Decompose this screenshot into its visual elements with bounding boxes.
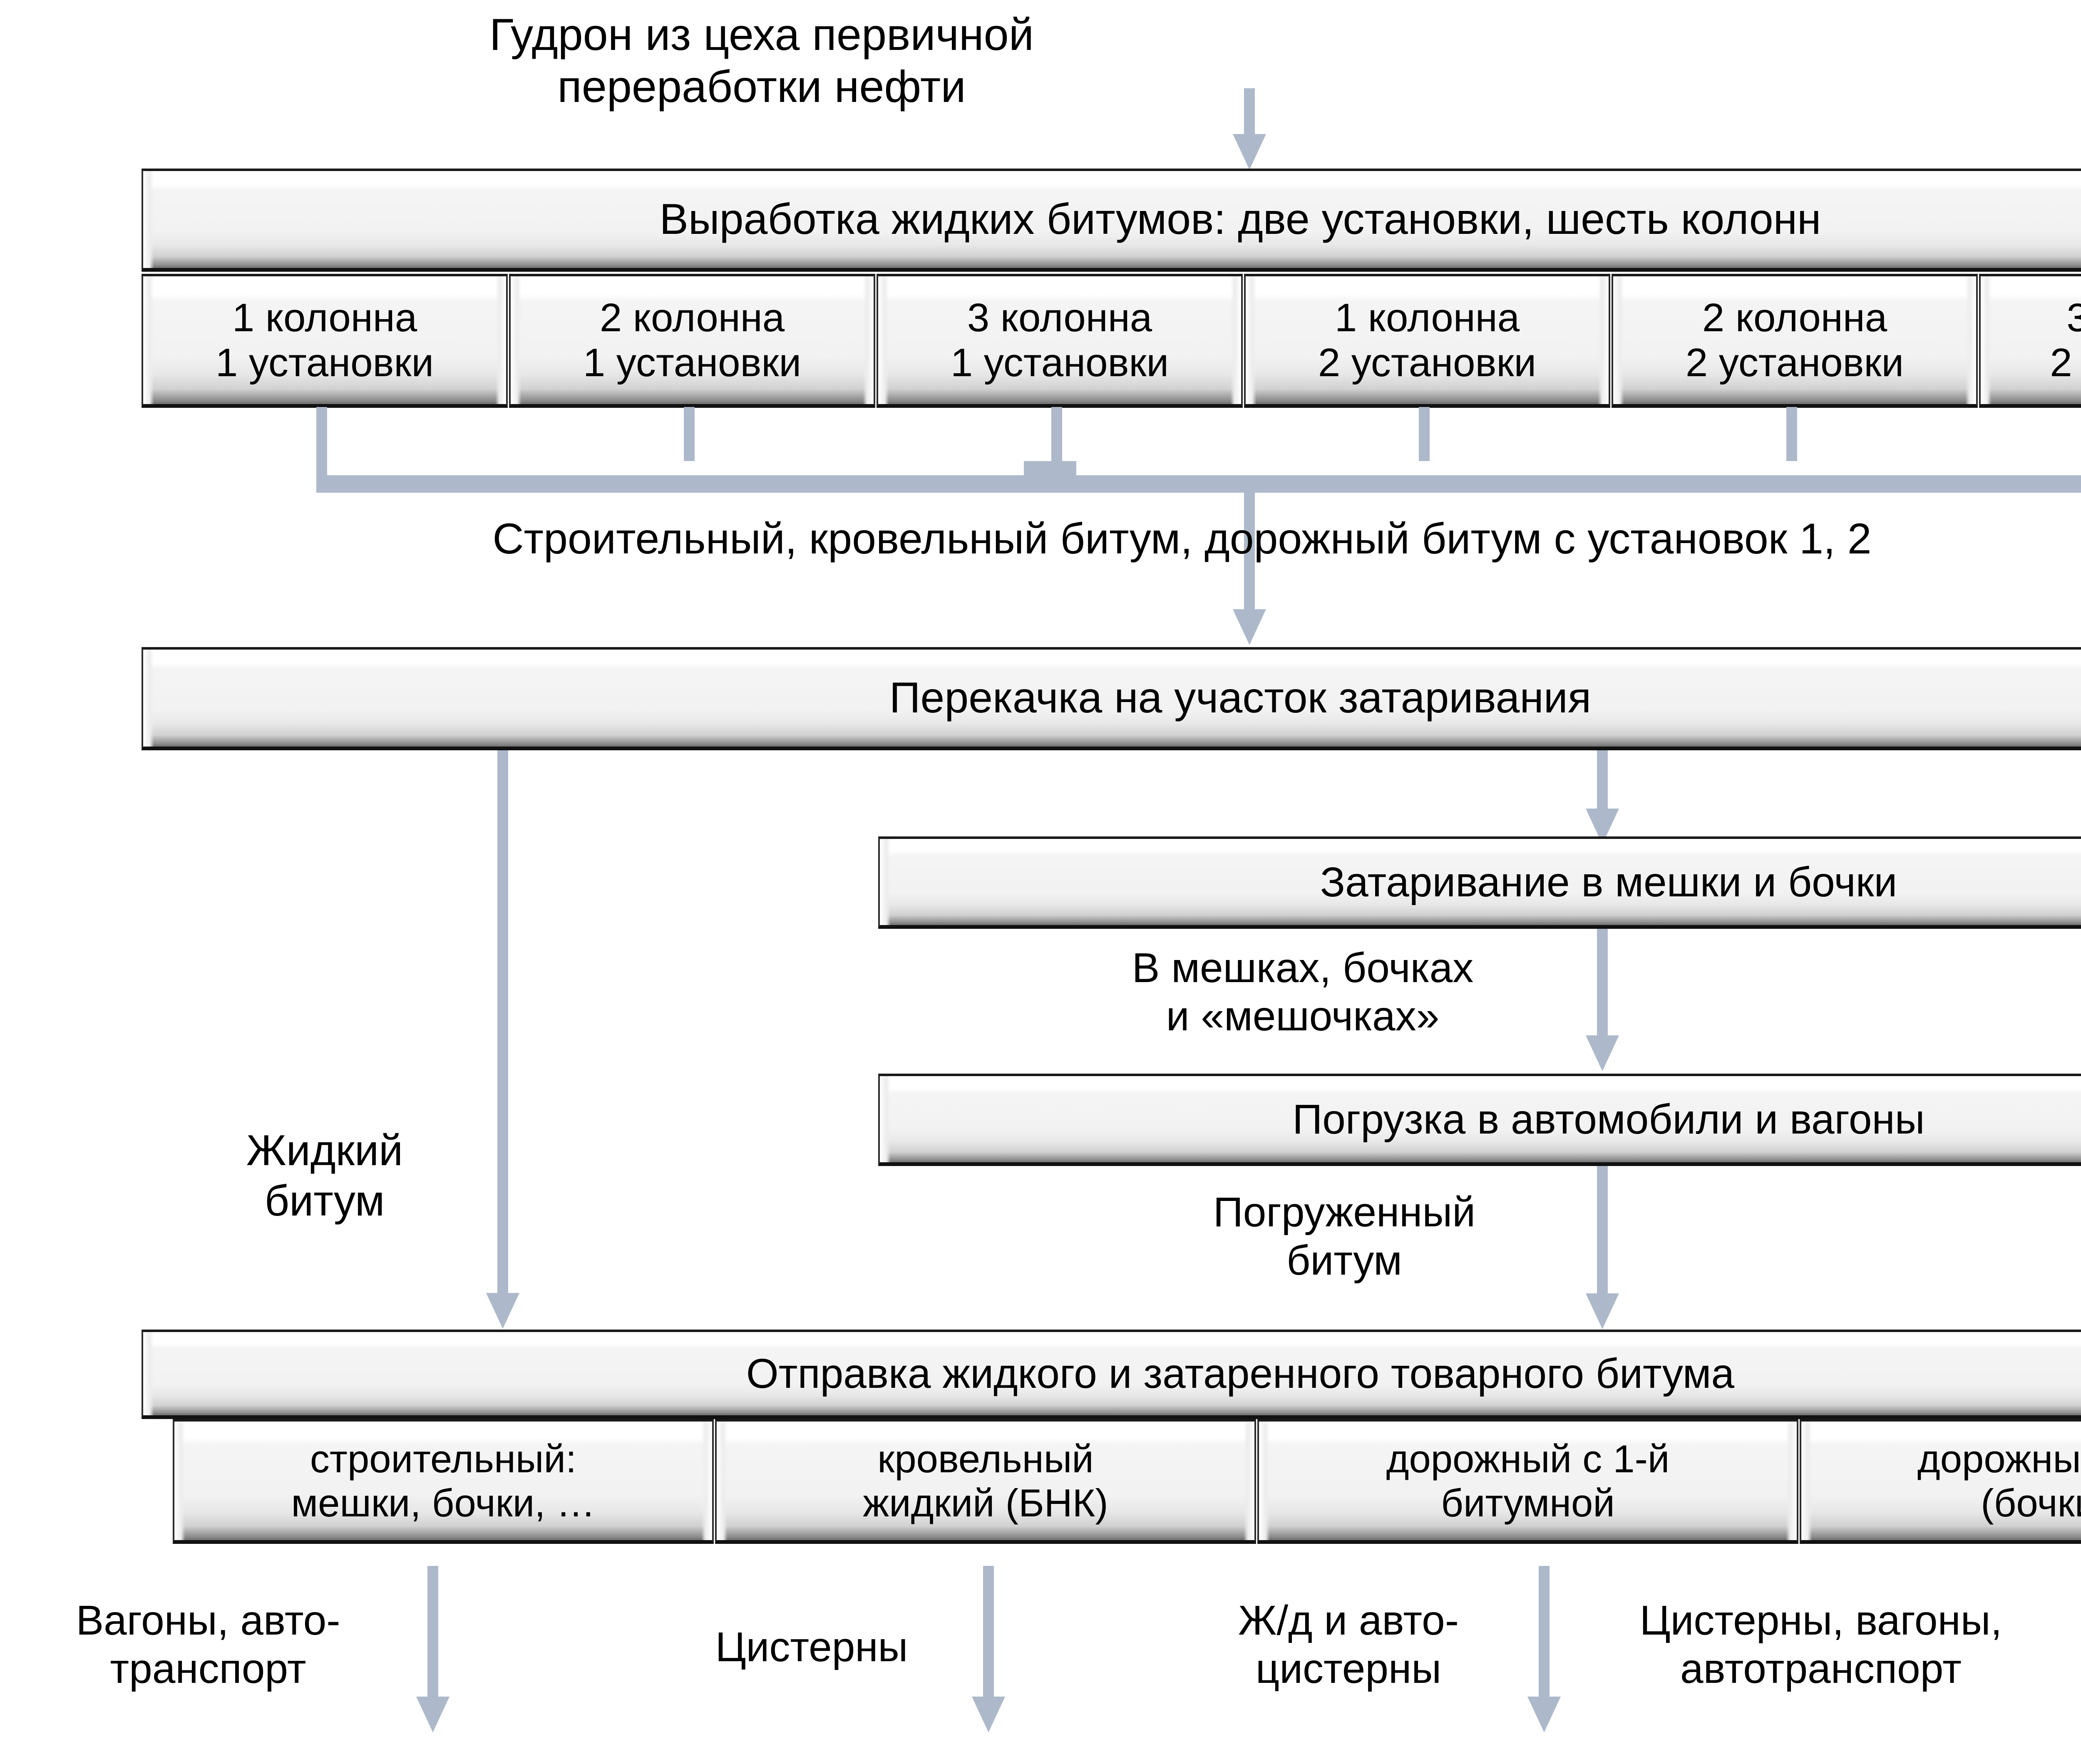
connector-manifold-left bbox=[316, 475, 1024, 493]
box-product-road-2: дорожный со 2-й (бочки …) bbox=[1800, 1419, 2081, 1544]
label-transport-1: Вагоны, авто- транспорт bbox=[76, 1597, 340, 1692]
arrow-source-to-production bbox=[1233, 88, 1266, 170]
connector-stub-col5 bbox=[1786, 407, 1797, 461]
box-product-road-1: дорожный с 1-й битумной bbox=[1257, 1419, 1798, 1544]
arrow-transport-1 bbox=[416, 1566, 449, 1732]
arrow-pump-to-packing bbox=[1586, 750, 1619, 846]
box-production-header: Выработка жидких битумов: две установки,… bbox=[142, 169, 2081, 272]
box-column-3-unit-2: 3 колонна 2 установки bbox=[1979, 274, 2081, 408]
arrow-transport-3 bbox=[1527, 1566, 1561, 1732]
box-shipping-header: Отправка жидкого и затаренного товарного… bbox=[142, 1330, 2081, 1419]
label-transport-2: Цистерны bbox=[715, 1624, 908, 1670]
label-transport-4: Цистерны, вагоны, автотранспорт bbox=[1639, 1597, 2002, 1692]
box-packing: Затаривание в мешки и бочки bbox=[878, 836, 2081, 929]
box-pumping: Перекачка на участок затаривания bbox=[142, 647, 2081, 750]
box-column-3-unit-1: 3 колонна 1 установки bbox=[877, 274, 1243, 408]
arrow-liquid-bitumen bbox=[486, 750, 519, 1330]
box-product-roofing: кровельный жидкий (БНК) bbox=[715, 1419, 1256, 1544]
label-bitumen-types: Строительный, кровельный битум, дорожный… bbox=[492, 515, 1872, 563]
arrow-columns-to-pump bbox=[1233, 493, 1266, 647]
label-loaded-bitumen: Погруженный битум bbox=[1213, 1189, 1476, 1284]
connector-stub-col4 bbox=[1419, 407, 1430, 461]
box-product-construction: строительный: мешки, бочки, … bbox=[173, 1419, 714, 1544]
connector-stub-col1 bbox=[316, 407, 327, 484]
box-column-2-unit-1: 2 колонна 1 установки bbox=[509, 274, 875, 408]
connector-stub-col3 bbox=[1051, 407, 1062, 461]
box-column-2-unit-2: 2 колонна 2 установки bbox=[1612, 274, 1978, 408]
box-column-1-unit-2: 1 колонна 2 установки bbox=[1244, 274, 1610, 408]
source-label: Гудрон из цеха первичной переработки неф… bbox=[489, 9, 1034, 112]
connector-manifold-center bbox=[1024, 461, 1076, 493]
connector-stub-col2 bbox=[684, 407, 695, 461]
label-transport-3: Ж/д и авто- цистерны bbox=[1238, 1597, 1459, 1692]
box-loading: Погрузка в автомобили и вагоны bbox=[878, 1074, 2081, 1166]
arrow-packing-to-loading bbox=[1586, 929, 1619, 1072]
connector-manifold-right bbox=[1065, 475, 2081, 493]
box-column-1-unit-1: 1 колонна 1 установки bbox=[142, 274, 508, 408]
arrow-transport-2 bbox=[972, 1566, 1005, 1732]
label-liquid-bitumen: Жидкий битум bbox=[246, 1126, 403, 1225]
arrow-loading-to-shipping bbox=[1586, 1166, 1619, 1330]
label-in-bags-and-barrels: В мешках, бочках и «мешочках» bbox=[1132, 945, 1474, 1040]
